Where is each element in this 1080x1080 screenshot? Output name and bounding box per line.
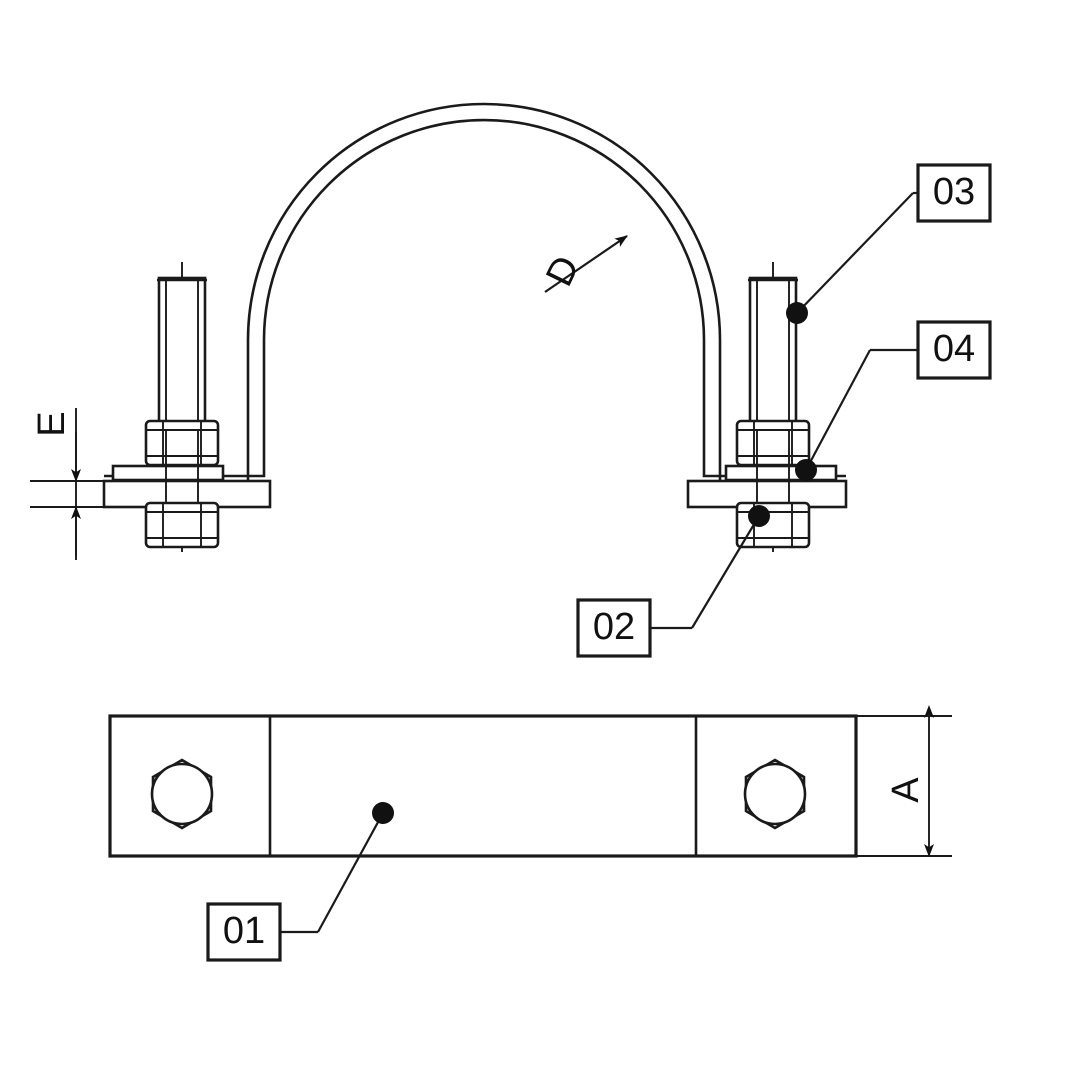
dim-E: E: [30, 408, 128, 560]
u-bolt-strap: [104, 102, 846, 494]
right-lower-hex-nut: [735, 501, 811, 549]
balloon-02-label: 02: [593, 606, 635, 648]
balloon-03-leader-dot: [786, 302, 808, 324]
balloon-03-label: 03: [933, 171, 975, 213]
plan-left-hex-nut: [150, 758, 214, 830]
right-upper-hex-nut: [735, 419, 811, 467]
left-base-plate: [102, 479, 272, 509]
balloon-02-box[interactable]: [576, 598, 652, 658]
balloon-01-callout[interactable]: 01: [206, 802, 394, 962]
balloon-01-box[interactable]: [206, 902, 282, 962]
front-elevation-view: D: [30, 102, 992, 658]
left-upper-hex-nut: [144, 419, 220, 467]
balloon-01-leader-dot: [372, 802, 394, 824]
balloon-04-leader-dot: [795, 459, 817, 481]
dim-A-label: A: [885, 777, 927, 803]
dim-E-label: E: [31, 411, 73, 436]
left-threaded-shank: [157, 276, 207, 432]
balloon-02-callout[interactable]: 02: [576, 505, 770, 658]
balloon-04-callout[interactable]: 04: [795, 320, 992, 481]
dim-D-label: D: [538, 250, 588, 293]
balloon-04-label: 04: [933, 328, 975, 370]
balloon-02-leader-dot: [748, 505, 770, 527]
right-threaded-shank: [748, 276, 798, 432]
plan-right-hex-nut: [743, 758, 807, 830]
balloon-02-leader: [691, 515, 760, 629]
left-lower-hex-nut: [144, 501, 220, 549]
dim-A: A: [856, 705, 952, 857]
balloon-03-leader: [796, 192, 914, 314]
balloon-03-box[interactable]: [916, 163, 992, 223]
left-flat-washer: [111, 464, 225, 482]
plan-view: A 01: [108, 705, 952, 962]
balloon-01-leader: [317, 812, 384, 933]
balloon-04-leader: [805, 349, 871, 471]
base-plate-plan: [108, 714, 858, 858]
balloon-04-box[interactable]: [916, 320, 992, 380]
dim-D: D: [538, 235, 628, 293]
left-bolt-assembly: [102, 262, 272, 556]
balloon-03-callout[interactable]: 03: [786, 163, 992, 324]
right-flat-washer: [724, 464, 838, 482]
balloon-01-label: 01: [223, 910, 265, 952]
